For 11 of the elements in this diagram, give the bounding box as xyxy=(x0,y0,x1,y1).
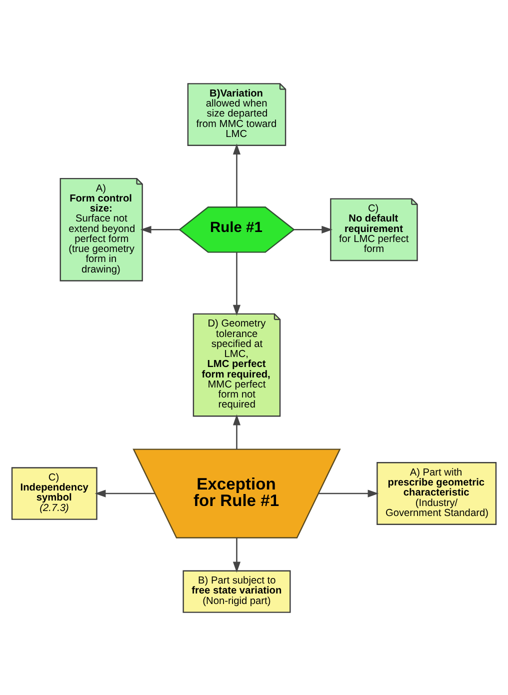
node-box: C) Independency symbol (2.7.3) xyxy=(11,466,98,520)
arrow xyxy=(232,252,241,316)
arrow xyxy=(318,489,379,497)
arrow xyxy=(94,489,155,497)
arrow xyxy=(140,225,180,233)
arrow xyxy=(232,414,241,449)
arrow xyxy=(294,225,333,233)
node-box: B) Part subject to free state variation (Non-rigid part) xyxy=(182,570,291,612)
arrow xyxy=(232,537,241,572)
node-box: A) Part with prescribe geometric characteristic (Industry/ Government Standard) xyxy=(376,462,497,524)
arrow xyxy=(232,143,241,206)
